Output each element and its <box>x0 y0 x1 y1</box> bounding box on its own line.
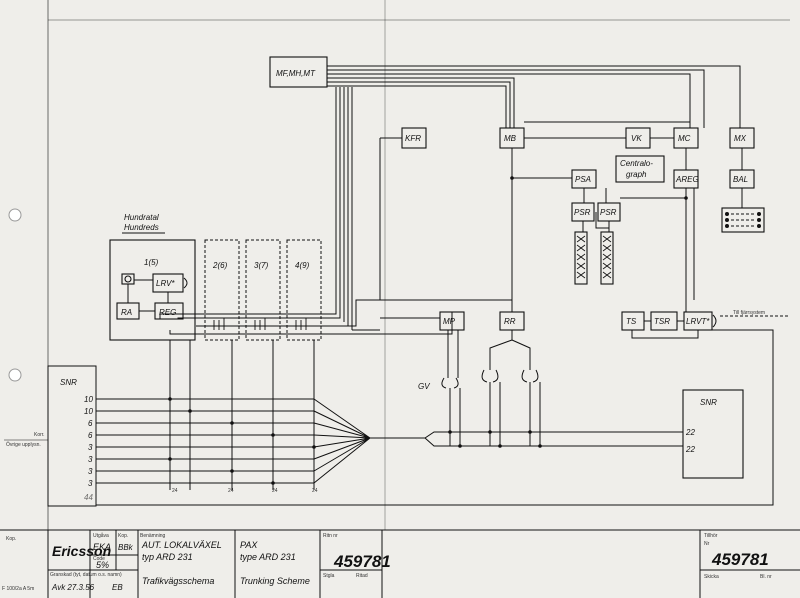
label-centralograph-1: Centralo- <box>620 159 653 168</box>
tb-code: 5% <box>96 560 109 570</box>
junction-dots <box>168 176 688 485</box>
label-mf: MF,MH,MT <box>276 69 316 78</box>
label-lrvt-note: Till fjärrsystem <box>733 310 765 316</box>
tb-utgava-label: Utgåva <box>93 532 109 539</box>
label-kfr: KFR <box>405 134 421 143</box>
tb-title-en-3: Trunking Scheme <box>240 576 310 586</box>
tb-formnr: F 100/2a A 5m <box>2 586 34 592</box>
label-lrv: LRV* <box>156 279 175 288</box>
tb-title-sv-2: typ ARD 231 <box>142 552 193 562</box>
label-mb: MB <box>504 134 517 143</box>
label-hundratal: Hundratal <box>124 213 159 222</box>
title-block <box>0 529 800 598</box>
snr-row-3: 6 <box>88 431 93 440</box>
label-mx: MX <box>734 134 747 143</box>
tb-date-row: Avk 27.3.56 <box>51 583 95 592</box>
label-snr-right: SNR <box>700 398 717 407</box>
group-1-frame <box>109 239 196 341</box>
selector-stack-left <box>574 231 588 285</box>
label-grp1: 1(5) <box>144 258 159 267</box>
label-reg: REG <box>159 308 176 317</box>
label-psr-1: PSR <box>574 208 591 217</box>
snr-row-4: 3 <box>88 443 93 452</box>
tb-title-en-2: type ARD 231 <box>240 552 296 562</box>
label-ts: TS <box>626 317 637 326</box>
bus-num-1: 24 <box>228 488 234 494</box>
label-snr-left: SNR <box>60 378 77 387</box>
tb-code-label: Code <box>93 556 105 562</box>
tb-sign: Stgla <box>323 573 335 579</box>
tb-title-sv-3: Trafikvägsschema <box>142 576 214 586</box>
bus-num-0: 24 <box>172 488 178 494</box>
bus-num-3: 24 <box>312 488 318 494</box>
tb-right-bl-label: Bl. nr <box>760 574 772 580</box>
label-centralograph-2: graph <box>626 170 647 179</box>
snr-row-5: 3 <box>88 455 93 464</box>
snr-row-1: 10 <box>84 407 93 416</box>
tb-right-title: Tillhör <box>704 533 718 539</box>
label-vk: VK <box>631 134 642 143</box>
gv-contacts <box>441 369 539 389</box>
label-psr-2: PSR <box>600 208 617 217</box>
label-grp4: 4(9) <box>295 261 310 270</box>
tb-right-nr-label: Nr <box>704 541 710 547</box>
tb-right-sheet-label: Skicka <box>704 574 719 580</box>
snr-right-row-0: 22 <box>685 428 695 437</box>
label-lrvt: LRVT* <box>686 317 710 326</box>
label-grp2: 2(6) <box>212 261 228 270</box>
label-grp3: 3(7) <box>254 261 269 270</box>
snr-row-0: 10 <box>84 395 93 404</box>
bal-panel <box>721 207 765 233</box>
snr-right-frame <box>682 389 744 479</box>
snr-left-frame <box>47 365 97 507</box>
snr-bottom: 44 <box>84 493 93 502</box>
label-hundreds: Hundreds <box>124 223 159 232</box>
tb-initials: EB <box>112 583 123 592</box>
tb-sign-label: Ritad <box>356 573 368 579</box>
block-centralograph <box>615 155 665 183</box>
group-inner-bars <box>213 317 312 330</box>
wiring <box>96 65 774 506</box>
tb-benamning-label: Benämning <box>140 533 166 539</box>
bus-num-2: 24 <box>272 488 278 494</box>
tb-utgava: EKA <box>93 542 111 552</box>
label-tsr: TSR <box>654 317 670 326</box>
snr-row-2: 6 <box>88 419 93 428</box>
selector-stack-right <box>600 231 614 285</box>
binder-hole-1 <box>8 208 22 222</box>
snr-row-7: 3 <box>88 479 93 488</box>
label-rr: RR <box>504 317 516 326</box>
tb-title-en-1: PAX <box>240 540 258 550</box>
label-mp: MP <box>443 317 456 326</box>
label-ra: RA <box>121 308 132 317</box>
binder-hole-2 <box>8 368 22 382</box>
snr-right-row-1: 22 <box>685 445 695 454</box>
tb-title-sv-1: AUT. LOKALVÄXEL <box>141 540 222 550</box>
group-2-frame <box>204 239 240 341</box>
block-mf <box>269 56 328 88</box>
group-3-frame <box>245 239 281 341</box>
tb-right-number: 459781 <box>711 550 769 569</box>
tb-logo: Ericsson <box>52 543 111 559</box>
tb-kop2-label: Kop. <box>118 533 128 539</box>
side-ovrige: Övrige upplysn. <box>6 441 41 448</box>
label-areg: AREG <box>675 175 699 184</box>
tb-granskad-label: Granskad (tyt, datum o.s. namn) <box>50 572 122 578</box>
label-bal: BAL <box>733 175 748 184</box>
tb-kop: Kop. <box>6 536 16 542</box>
side-korr: Korr. <box>34 432 45 438</box>
tb-ritn-label: Ritn nr <box>323 533 338 539</box>
label-psa: PSA <box>575 175 591 184</box>
group-4-frame <box>286 239 322 341</box>
label-mc: MC <box>678 134 691 143</box>
tb-kop2: BBk <box>118 543 134 552</box>
snr-row-6: 3 <box>88 467 93 476</box>
label-gv: GV <box>418 382 430 391</box>
tb-number: 459781 <box>333 552 391 571</box>
